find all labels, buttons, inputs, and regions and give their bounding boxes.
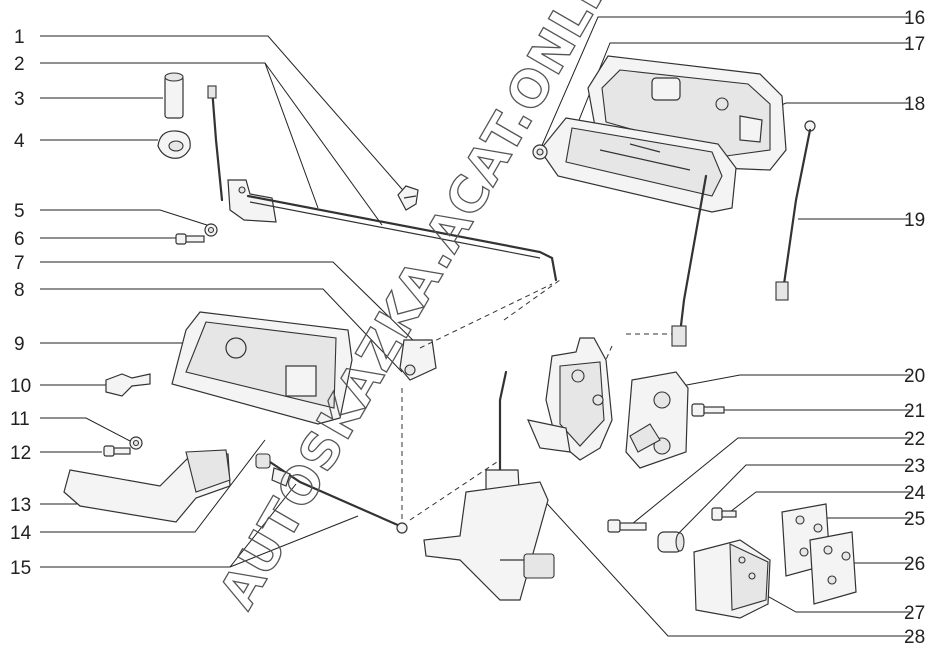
leader-1 (40, 35, 409, 197)
leader-28 (529, 484, 910, 637)
callout-14: 14 (10, 523, 32, 544)
part-2-rod (246, 194, 558, 282)
callout-28: 28 (904, 627, 925, 648)
watermark-text: AUTOSKAZKA.ACAT.ONLINE (208, 0, 653, 618)
callout-24: 24 (904, 483, 926, 504)
leader-20 (675, 374, 910, 388)
part-10-plug (105, 373, 151, 397)
part-1-clip (397, 185, 419, 211)
part-4-grommet (157, 130, 191, 159)
part-15-rod (255, 453, 408, 534)
leader-lines (40, 35, 421, 568)
leader-24 (729, 491, 910, 513)
leader-17 (574, 42, 910, 131)
part-9-handle-housing (171, 311, 353, 425)
part-16-nut (532, 144, 548, 160)
watermark: AUTOSKAZKA.ACAT.ONLINE (208, 0, 655, 619)
leader-5 (40, 209, 211, 227)
callout-11: 11 (10, 409, 30, 430)
leader-18 (769, 102, 910, 111)
part-24-screw (711, 507, 737, 521)
callout-3: 3 (14, 89, 25, 110)
callout-16: 16 (904, 8, 925, 29)
part-6-screw (175, 233, 205, 245)
part-19-rod (775, 120, 816, 301)
leader-23 (675, 464, 910, 537)
callout-5: 5 (14, 201, 25, 222)
callout-26: 26 (904, 554, 925, 575)
callout-17: 17 (904, 34, 925, 55)
callout-15: 15 (10, 558, 31, 579)
callout-23: 23 (904, 456, 925, 477)
callout-12: 12 (10, 443, 31, 464)
callout-13: 13 (10, 495, 31, 516)
outer-handle-rod (671, 174, 708, 347)
part-20-striker-housing (625, 371, 689, 469)
callout-7: 7 (14, 253, 25, 274)
part-23-bushing (657, 531, 685, 553)
callout-18: 18 (904, 94, 925, 115)
callout-6: 6 (14, 229, 25, 250)
part-11-washer (129, 436, 143, 450)
part-12-screw (103, 445, 131, 457)
part-17-outer-handle (539, 117, 737, 213)
callout-8: 8 (14, 280, 25, 301)
left-callout-numbers: 1 2 3 4 5 6 7 8 9 10 11 12 13 14 15 (10, 27, 32, 579)
callout-4: 4 (14, 131, 25, 152)
part-22-bolt (607, 519, 647, 533)
part-5-washer (204, 223, 218, 237)
leader-11 (40, 417, 131, 442)
part-7-8-bracket (399, 339, 437, 381)
callout-20: 20 (904, 366, 925, 387)
leader-14 (40, 439, 266, 533)
part-26-plate (809, 531, 857, 605)
leader-16 (539, 16, 910, 151)
leader-15b (229, 515, 359, 568)
part-13-handle-lever (63, 449, 231, 523)
callout-10: 10 (10, 376, 31, 397)
callout-21: 21 (904, 401, 925, 422)
callout-19: 19 (904, 210, 925, 231)
callout-2: 2 (14, 54, 25, 75)
callout-25: 25 (904, 509, 925, 530)
part-21-screw (691, 403, 725, 417)
callout-1: 1 (14, 27, 25, 48)
part-3-cap (164, 72, 184, 119)
callout-9: 9 (14, 334, 25, 355)
leader-2b (264, 62, 383, 226)
callout-22: 22 (904, 429, 925, 450)
leader-8 (40, 288, 403, 373)
leader-22 (631, 437, 910, 525)
leader-7 (40, 261, 421, 348)
lock-rod-assembly (207, 85, 277, 223)
part-28-lock-mechanism (423, 337, 613, 601)
leader-27 (759, 591, 910, 613)
part-27-striker-bracket (693, 539, 771, 619)
leader-lines-right (529, 16, 910, 637)
right-callout-numbers: 16 17 18 19 20 21 22 23 24 25 26 27 28 (904, 8, 926, 648)
callout-27: 27 (904, 603, 925, 624)
